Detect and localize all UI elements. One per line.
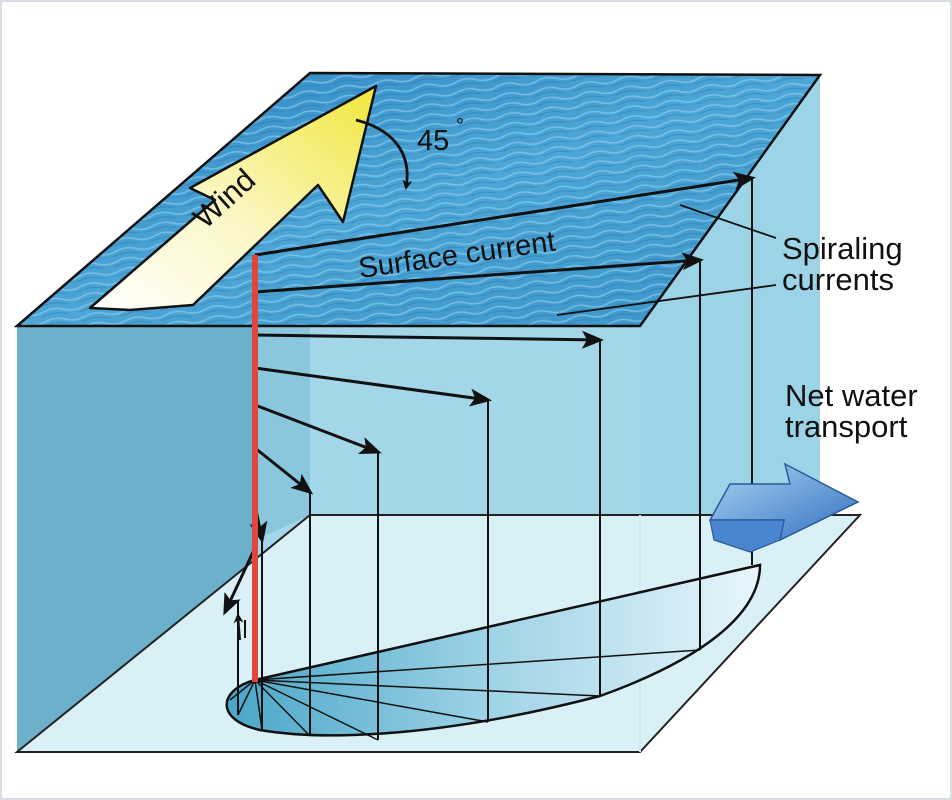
- spiraling-currents-label: Spiraling currents: [782, 233, 903, 295]
- angle-label: 45: [417, 125, 449, 157]
- curved-arrow-icon: [355, 118, 413, 190]
- subsurface-spiral-arrows: [223, 330, 604, 616]
- angle-degree-mark: °: [456, 115, 464, 137]
- ocean-surface-edge: [13, 71, 823, 328]
- spiral-arrow-level-7: [223, 547, 257, 616]
- spiral-arrow-level-5: [254, 446, 314, 495]
- spiral-arrow-level-1: [254, 252, 704, 294]
- bowl-radial-lines: [229, 564, 761, 741]
- spiraling-leader-lines: [556, 204, 777, 316]
- water-back-face: [640, 75, 820, 515]
- net-transport-arrow-icon: [708, 462, 860, 553]
- spiral-arrow-level-8: [233, 613, 244, 641]
- surface-current-arrows: [254, 171, 756, 294]
- net-water-transport-label: Net water transport: [785, 380, 918, 442]
- water-shadow-strip: [255, 326, 310, 540]
- spiral-arrow-level-2: [254, 330, 604, 349]
- spiral-arrow-level-3: [254, 366, 492, 407]
- spiraling-currents-line2: currents: [782, 262, 894, 297]
- spiraling-currents-line1: Spiraling: [782, 231, 903, 266]
- net-water-transport-line1: Net water: [785, 378, 918, 413]
- surface-current-arrow: [254, 171, 756, 257]
- net-water-transport-line2: transport: [785, 409, 908, 444]
- wind-arrow-icon: [88, 84, 378, 312]
- spiral-arrow-level-4: [254, 403, 382, 454]
- bottom-plane: [14, 514, 863, 753]
- spiral-projection-bowl: [225, 563, 762, 737]
